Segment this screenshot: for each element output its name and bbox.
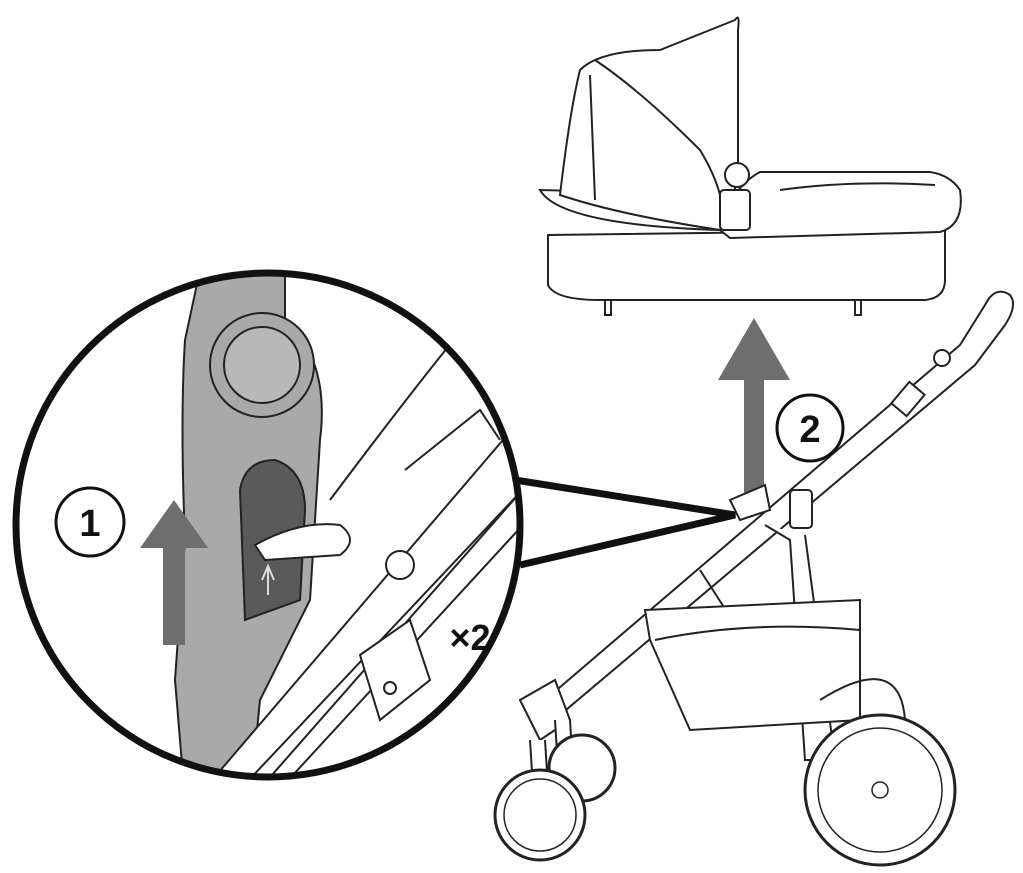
carrycot bbox=[538, 16, 962, 316]
wheels bbox=[493, 713, 957, 867]
step-2-label: 2 bbox=[799, 409, 820, 451]
lift-arrow-1 bbox=[140, 500, 208, 645]
step-1-badge: 1 bbox=[54, 486, 126, 558]
step-1-label: 1 bbox=[79, 503, 100, 545]
step-2-badge: 2 bbox=[775, 393, 845, 463]
detail-magnifier bbox=[12, 269, 524, 781]
callout-pointer bbox=[514, 476, 736, 569]
quantity-label: ×2 bbox=[449, 617, 490, 658]
lift-arrow-2 bbox=[718, 318, 790, 500]
